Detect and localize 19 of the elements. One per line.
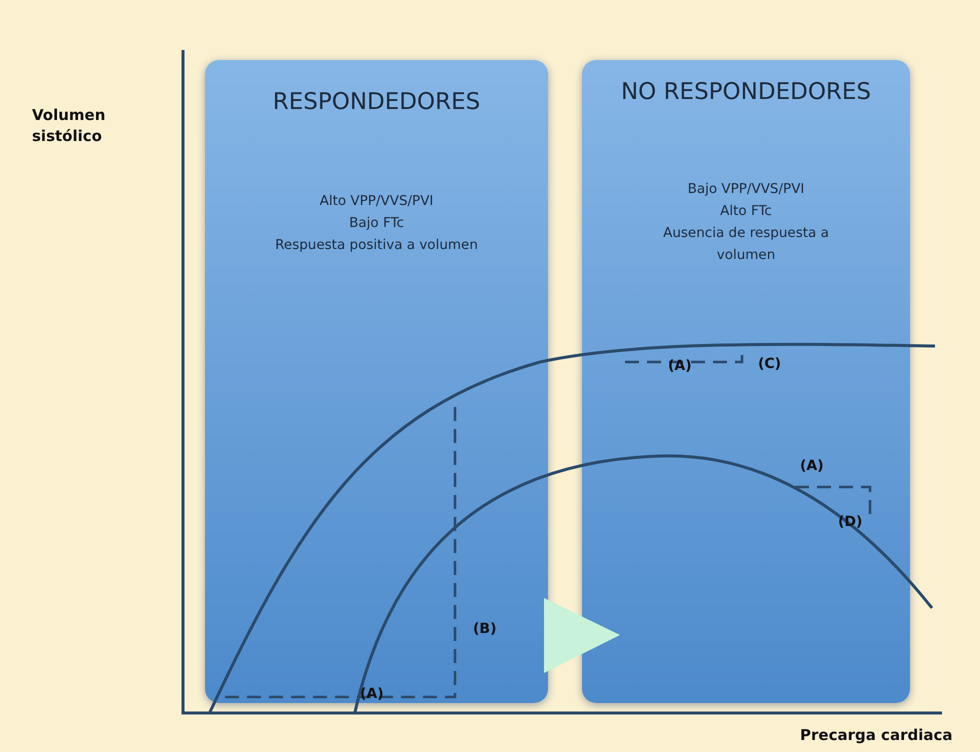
curve-label: (B) [473, 621, 496, 637]
axis-title: Precarga cardiaca [800, 726, 952, 744]
axis-title: Volumen sistólico [32, 105, 106, 147]
zone-panel [205, 60, 548, 703]
panel-text: Ausencia de respuesta a volumen [662, 224, 830, 265]
panel-text: Bajo FTc [348, 214, 405, 233]
panel-text: Alto FTc [719, 202, 773, 221]
curve-label: (C) [758, 356, 782, 372]
arrow [544, 598, 620, 673]
curve-label: (D) [838, 514, 862, 530]
zone-panel [582, 60, 910, 703]
curve-label: (A) [668, 358, 692, 374]
panel-text: Respuesta positiva a volumen [274, 236, 479, 255]
panel-heading: NO RESPONDEDORES [620, 78, 872, 106]
panel-text: Alto VPP/VVS/PVI [318, 192, 434, 211]
curve-label: (A) [800, 458, 824, 474]
panel-text: Bajo VPP/VVS/PVI [686, 180, 806, 199]
curve-label: (A) [360, 686, 384, 702]
panel-heading: RESPONDEDORES [272, 88, 482, 116]
